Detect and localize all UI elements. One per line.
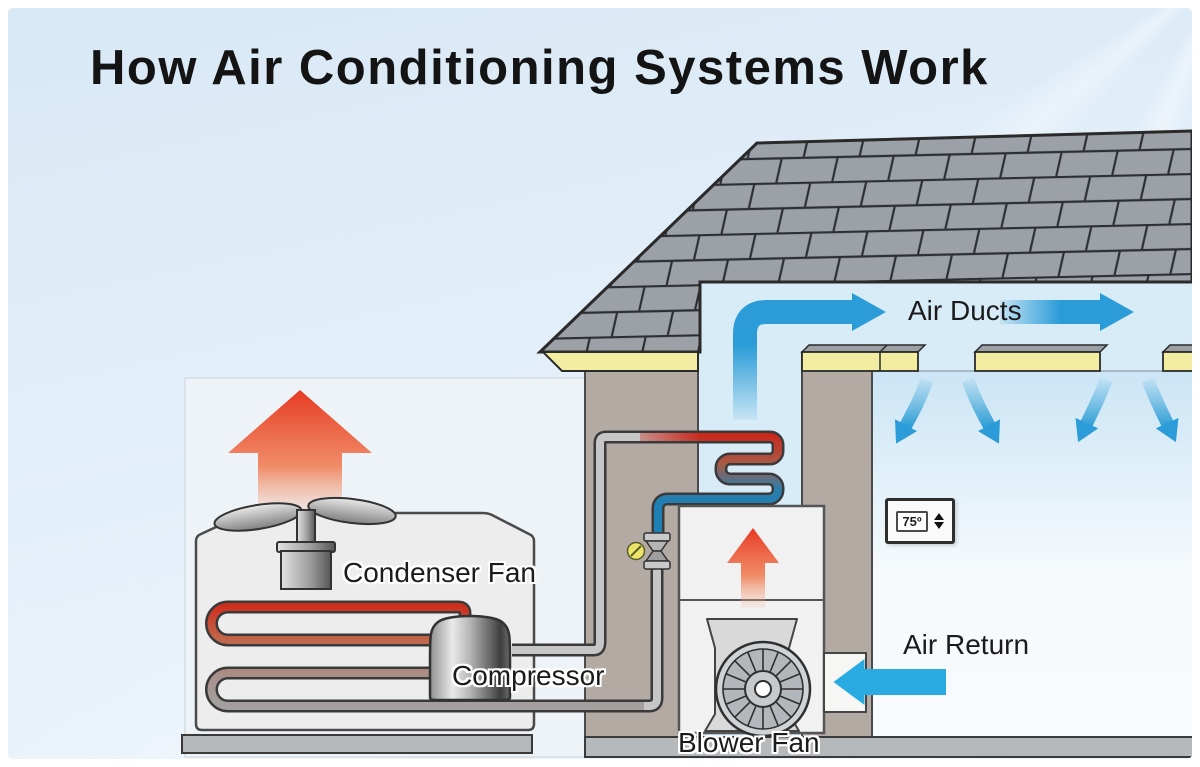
compressor-label: Compressor (452, 660, 605, 691)
air-ducts-label: Air Ducts (908, 295, 1022, 326)
down-arrow-icon (933, 522, 944, 529)
hot-air-up-arrow (228, 390, 372, 518)
vent-airflow-arrows (894, 377, 1179, 444)
ac-system-diagram (181, 129, 1192, 758)
condenser-fan-label: Condenser Fan (343, 557, 537, 588)
ceiling-block (1162, 351, 1192, 372)
condenser-fan (213, 496, 397, 590)
blower-hub-center (754, 680, 772, 698)
ceiling-block-joint (879, 344, 888, 371)
up-arrow-icon (933, 513, 944, 520)
ceiling-block (974, 351, 1101, 372)
condenser-concrete-pad (181, 734, 533, 754)
vent-arrow (1141, 377, 1179, 443)
ceiling-insulation (800, 344, 1192, 372)
supply-airflow-arrow (733, 293, 886, 420)
thermostat-display: 75º (896, 510, 928, 532)
vent-arrow (961, 377, 1001, 444)
blower-spokes (723, 649, 803, 729)
air-return-opening (823, 652, 867, 713)
shingled-roof (536, 129, 1192, 354)
thermostat-stepper-icon (933, 513, 944, 529)
ceiling-block-top (800, 344, 927, 353)
vent-arrow (894, 377, 934, 444)
expansion-valve (626, 532, 671, 570)
thermostat: 75º (885, 498, 955, 544)
compressor-cylinder (428, 614, 512, 702)
fan-blade-right (307, 496, 397, 526)
page-title: How Air Conditioning Systems Work (90, 41, 989, 95)
blower-fan (714, 640, 812, 738)
fan-motor (280, 550, 332, 590)
warm-air-up-arrow (727, 528, 779, 608)
house-floor (584, 736, 1192, 758)
diagram-canvas (8, 8, 1192, 759)
blower-fan-label: Blower Fan (678, 727, 820, 758)
eave-insulation-band (540, 351, 699, 372)
ceiling-block-top (973, 344, 1109, 353)
liquid-line (640, 566, 661, 710)
vent-arrow (1075, 377, 1113, 443)
fan-shaft (296, 509, 316, 545)
air-return-label: Air Return (903, 629, 1030, 660)
ceiling-block (801, 351, 919, 372)
evaporator-coil (640, 433, 782, 537)
suction-line (512, 433, 700, 654)
ceiling-block-top (1161, 344, 1192, 353)
